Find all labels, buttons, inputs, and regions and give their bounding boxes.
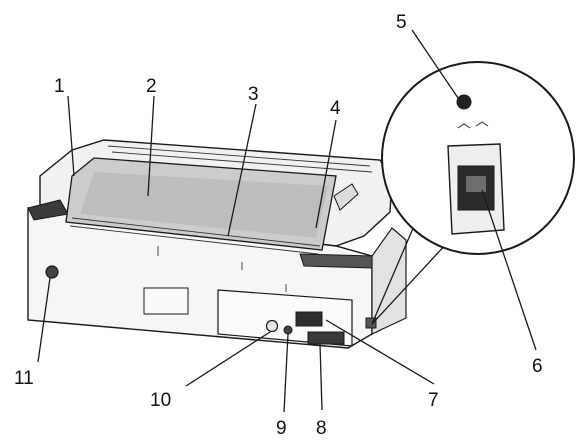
side-port <box>365 317 377 329</box>
rear-label-plate-left <box>143 287 189 315</box>
callout-9: 9 <box>276 418 287 439</box>
power-socket <box>265 319 279 333</box>
callout-11: 11 <box>14 368 34 389</box>
callout-2: 2 <box>146 76 157 97</box>
printer-body <box>27 139 407 349</box>
callout-7: 7 <box>428 390 439 411</box>
callout-6: 6 <box>532 356 543 377</box>
callout-numbers: 1 2 3 4 5 6 7 8 9 10 11 <box>14 12 543 439</box>
callout-leaders <box>37 29 537 413</box>
enlarged-port-contacts <box>466 176 486 192</box>
callout-8: 8 <box>316 418 327 439</box>
printer-back-strip <box>299 253 373 269</box>
network-port <box>295 311 323 327</box>
parallel-port <box>307 331 345 345</box>
power-switch <box>45 265 59 279</box>
right-hinge <box>333 183 359 211</box>
callout-3: 3 <box>248 84 259 105</box>
callout-1: 1 <box>54 76 65 97</box>
callout-10: 10 <box>150 390 171 411</box>
callout-4: 4 <box>330 98 341 119</box>
small-connector <box>283 325 293 335</box>
network-symbol-icon <box>457 121 489 129</box>
indicator-hole <box>456 94 472 110</box>
magnified-view <box>371 61 575 325</box>
callout-5: 5 <box>396 12 407 33</box>
paper-guide-window-shade <box>80 172 328 238</box>
